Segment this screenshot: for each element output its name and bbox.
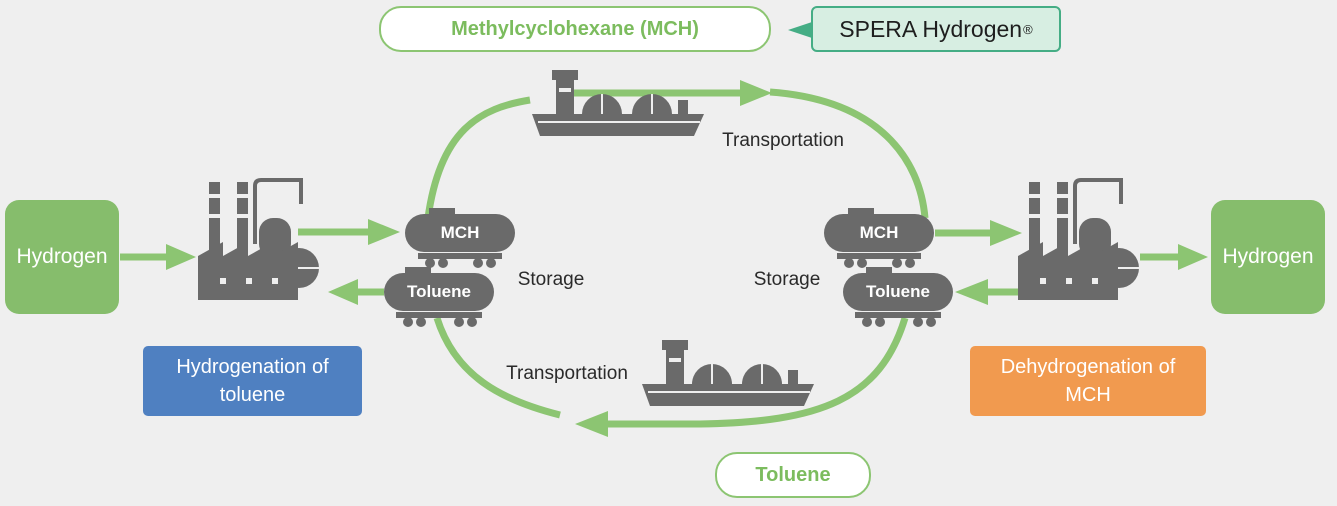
tank-car-icon [824, 208, 934, 268]
tank-car-icon [843, 267, 953, 327]
transport-loop-top [424, 96, 531, 219]
hydrogen-output-box: Hydrogen [1211, 200, 1325, 314]
toluene-label: Toluene [715, 452, 871, 498]
storage-label-left: Storage [517, 269, 585, 290]
tank-car-icon [405, 208, 515, 268]
hydrogen-source-box: Hydrogen [5, 200, 119, 314]
arrow-icon [328, 279, 358, 305]
tanker-ship-icon [531, 69, 705, 137]
tank-car-icon [384, 267, 494, 327]
tanker-ship-icon [641, 339, 815, 407]
storage-label-right: Storage [753, 269, 821, 290]
spera-text: SPERA Hydrogen [839, 15, 1023, 42]
mch-tank-label-left: MCH [440, 223, 480, 242]
arrow-icon [368, 219, 400, 245]
mch-label: Methylcyclohexane (MCH) [379, 6, 771, 52]
arrow-icon [1178, 244, 1208, 270]
transport-loop-left-bottom [433, 316, 561, 419]
factory-icon [1016, 178, 1141, 302]
transportation-label-top: Transportation [722, 130, 844, 151]
transport-loop-right-top [769, 88, 929, 219]
arrow-icon [955, 279, 988, 305]
toluene-tank-label-right: Toluene [866, 282, 930, 301]
arrow-icon [166, 244, 196, 270]
dehydrogenation-box: Dehydrogenation of MCH [970, 346, 1206, 416]
arrow-icon [990, 220, 1022, 246]
mch-tank-label-right: MCH [859, 223, 899, 242]
hydrogenation-box: Hydrogenation of toluene [143, 346, 362, 416]
spera-hydrogen-label: SPERA Hydrogen® [811, 6, 1061, 52]
transportation-label-bottom: Transportation [506, 363, 628, 384]
registered-mark: ® [1023, 21, 1033, 37]
toluene-tank-label-left: Toluene [407, 282, 471, 301]
callout-pointer-icon [788, 22, 812, 38]
factory-icon [196, 178, 321, 302]
arrow-icon [575, 411, 608, 437]
transport-loop-right-bottom [590, 316, 909, 428]
arrow-icon [740, 80, 772, 106]
